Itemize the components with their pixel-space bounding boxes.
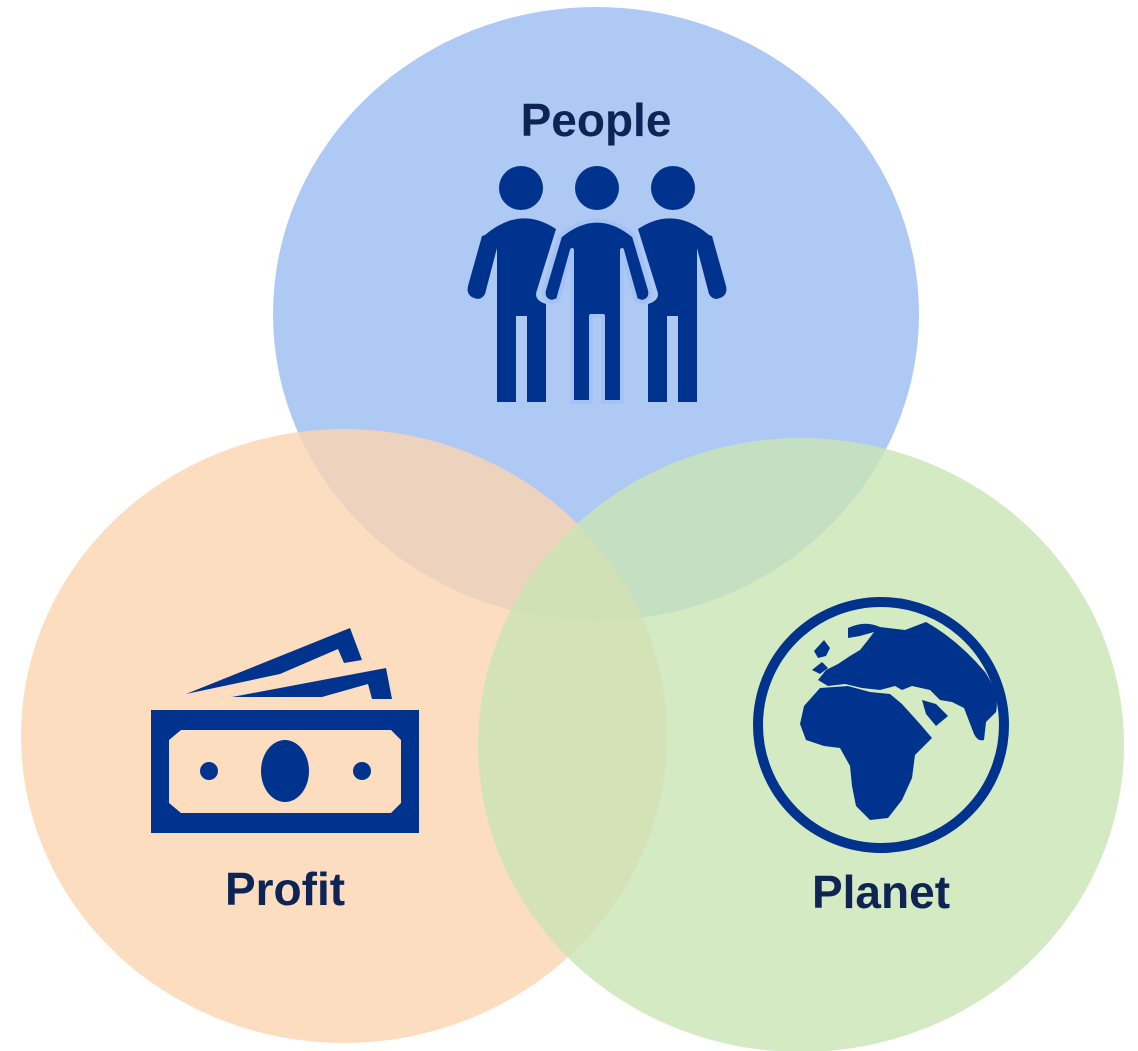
circle-profit — [21, 429, 667, 1043]
label-people: People — [521, 94, 672, 146]
label-planet: Planet — [812, 866, 950, 918]
venn-circles — [21, 7, 1124, 1051]
people-icon — [467, 166, 727, 404]
globe-icon — [753, 597, 1009, 853]
label-profit: Profit — [225, 863, 345, 915]
circle-planet — [478, 438, 1124, 1051]
money-icon — [151, 628, 419, 833]
